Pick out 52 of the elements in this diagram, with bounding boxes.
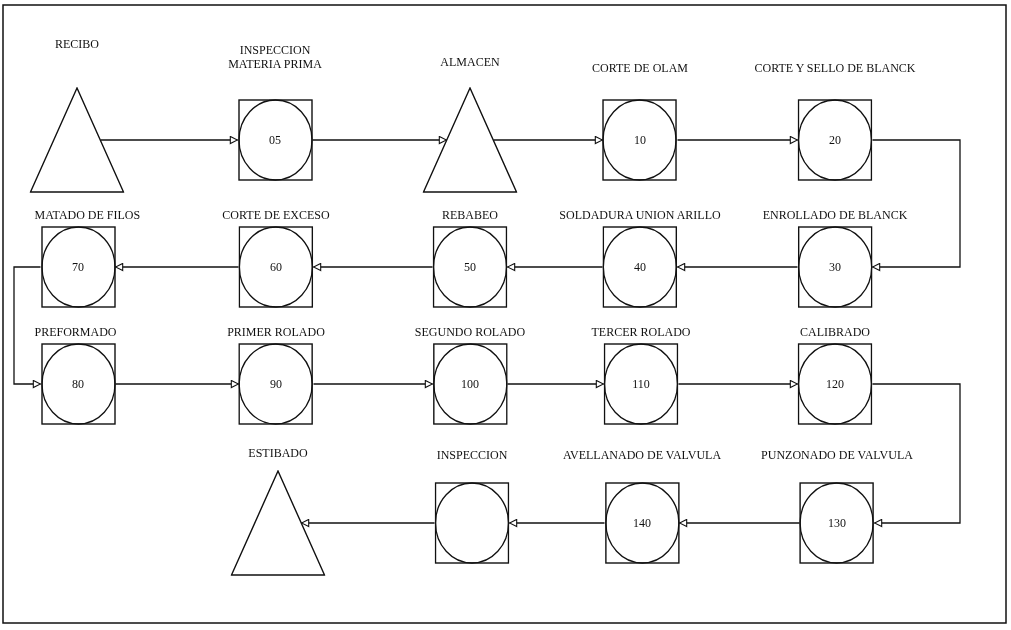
step-heading: ENROLLADO DE BLANCK xyxy=(762,208,908,222)
arrow xyxy=(311,135,448,145)
step-number: 130 xyxy=(828,515,846,531)
arrow xyxy=(676,135,799,145)
step-heading: ALMACEN xyxy=(440,55,500,69)
arrow xyxy=(312,262,434,272)
step-number: 60 xyxy=(270,259,282,275)
step-number: 100 xyxy=(461,376,479,392)
arrow xyxy=(99,135,239,145)
step-number: 80 xyxy=(72,376,84,392)
step-number: 20 xyxy=(829,132,841,148)
step-number: 05 xyxy=(269,132,281,148)
step-number: 140 xyxy=(633,515,651,531)
arrow xyxy=(676,262,799,272)
arrow xyxy=(114,262,240,272)
step-heading: SEGUNDO ROLADO xyxy=(414,325,526,339)
step-number: 10 xyxy=(634,132,646,148)
arrow xyxy=(312,379,434,389)
step-number: 90 xyxy=(270,376,282,392)
step-number: 110 xyxy=(632,376,650,392)
step-number: 120 xyxy=(826,376,844,392)
step-heading: CALIBRADO xyxy=(800,325,870,339)
arrow xyxy=(114,379,240,389)
step-heading: CORTE Y SELLO DE BLANCK xyxy=(754,61,916,75)
step-number: 40 xyxy=(634,259,646,275)
step-heading: INSPECCION MATERIA PRIMA xyxy=(227,43,323,71)
arrow xyxy=(871,383,961,528)
arrow xyxy=(871,139,961,272)
step-heading: REBABEO xyxy=(442,208,498,222)
step-number: 70 xyxy=(72,259,84,275)
arrow xyxy=(13,266,42,389)
step-heading: MATADO DE FILOS xyxy=(34,208,141,222)
step-heading: PUNZONADO DE VALVULA xyxy=(761,448,913,462)
arrow xyxy=(678,518,801,528)
step-heading: CORTE DE OLAM xyxy=(592,61,688,75)
step-heading: INSPECCION xyxy=(436,448,508,462)
step-heading: PRIMER ROLADO xyxy=(227,325,325,339)
step-heading: RECIBO xyxy=(55,37,99,51)
arrow xyxy=(508,518,606,528)
arrow xyxy=(506,379,605,389)
arrow xyxy=(677,379,799,389)
step-heading: ESTIBADO xyxy=(248,446,308,460)
arrow xyxy=(506,262,604,272)
arrow xyxy=(300,518,436,528)
step-heading: PREFORMADO xyxy=(34,325,117,339)
step-heading: CORTE DE EXCESO xyxy=(222,208,330,222)
step-number: 50 xyxy=(464,259,476,275)
step-heading: AVELLANADO DE VALVULA xyxy=(562,448,722,462)
step-number: 30 xyxy=(829,259,841,275)
step-heading: SOLDADURA UNION ARILLO xyxy=(559,208,721,222)
step-heading: TERCER ROLADO xyxy=(591,325,691,339)
arrow xyxy=(492,135,604,145)
